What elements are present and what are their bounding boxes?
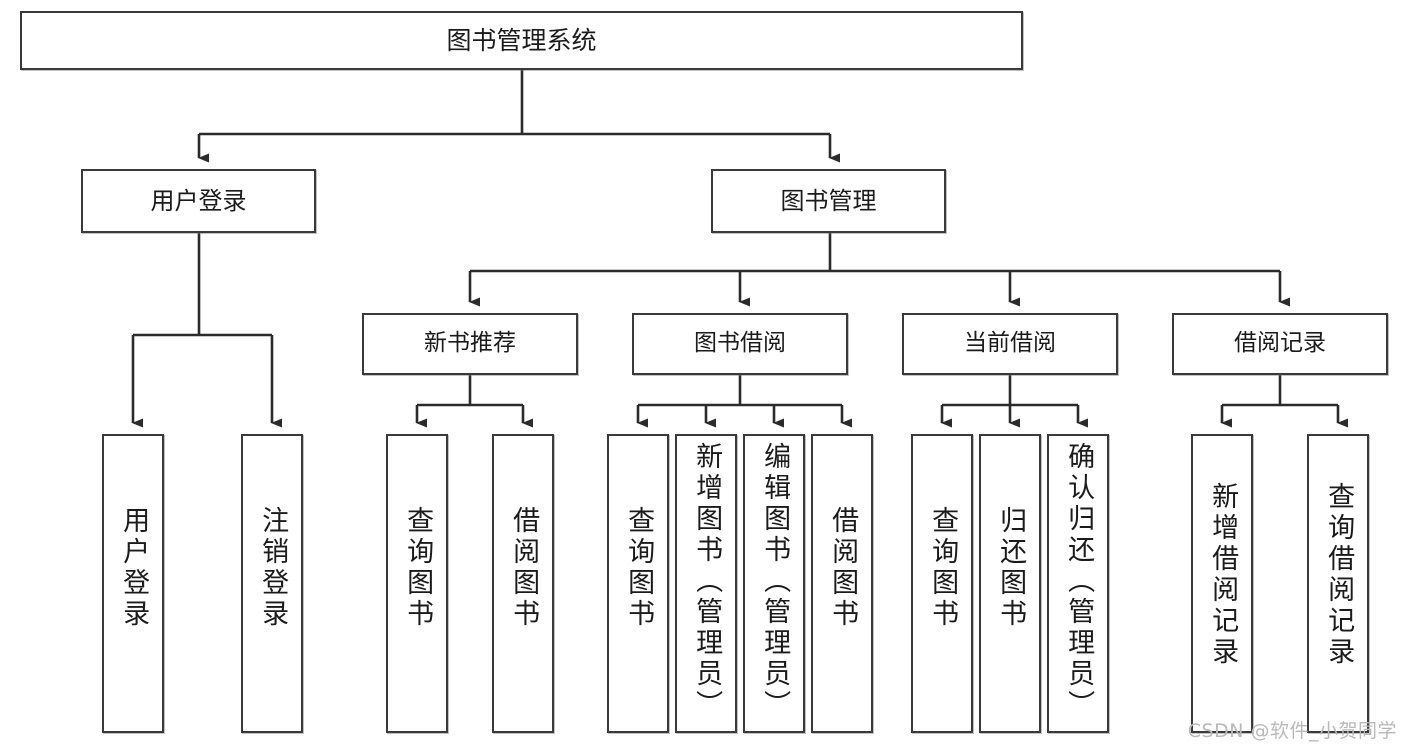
node-label: 用户登录 [118,506,150,630]
leaf-query-borrow-record[interactable]: 查询借阅记录 [1307,434,1369,733]
node-book-borrow[interactable]: 图书借阅 [632,313,848,375]
node-label: 注销登录 [257,506,289,630]
node-label: 图书管理 [780,186,877,215]
node-label: 查询借阅记录 [1323,482,1355,668]
leaf-query-book-borrow[interactable]: 查询图书 [607,434,669,733]
leaf-add-borrow-record[interactable]: 新增借阅记录 [1191,434,1253,733]
leaf-return-book[interactable]: 归还图书 [979,434,1041,733]
leaf-user-login[interactable]: 用户登录 [102,434,164,733]
leaf-edit-book-admin[interactable]: 编辑图书（管理员） [743,434,805,733]
node-user-login[interactable]: 用户登录 [81,169,316,233]
node-label: 借阅记录 [1234,330,1326,357]
node-borrow-record[interactable]: 借阅记录 [1172,313,1388,375]
node-label: 借阅图书 [827,506,859,630]
leaf-query-book-current[interactable]: 查询图书 [911,434,973,733]
node-label: 新书推荐 [424,330,516,357]
node-label: 用户登录 [150,186,247,215]
leaf-borrow-book[interactable]: 借阅图书 [811,434,873,733]
node-label: 查询图书 [927,506,959,630]
node-label: 编辑图书（管理员） [759,442,791,721]
node-label: 查询图书 [623,506,655,630]
node-label: 确认归还（管理员） [1063,442,1095,721]
leaf-logout[interactable]: 注销登录 [241,434,303,733]
node-label: 图书管理系统 [446,25,597,55]
node-label: 归还图书 [995,506,1027,630]
node-label: 借阅图书 [508,506,540,630]
node-label: 新增借阅记录 [1207,482,1239,668]
node-new-book-recommend[interactable]: 新书推荐 [362,313,578,375]
node-book-management[interactable]: 图书管理 [711,169,946,233]
node-label: 当前借阅 [964,330,1056,357]
leaf-query-book-newbook[interactable]: 查询图书 [386,434,448,733]
leaf-add-book-admin[interactable]: 新增图书（管理员） [675,434,737,733]
node-current-borrow[interactable]: 当前借阅 [902,313,1118,375]
node-root-system[interactable]: 图书管理系统 [20,11,1023,70]
leaf-borrow-book-newbook[interactable]: 借阅图书 [492,434,554,733]
node-label: 图书借阅 [694,330,786,357]
node-label: 查询图书 [402,506,434,630]
node-label: 新增图书（管理员） [691,442,723,721]
leaf-confirm-return-admin[interactable]: 确认归还（管理员） [1047,434,1109,733]
